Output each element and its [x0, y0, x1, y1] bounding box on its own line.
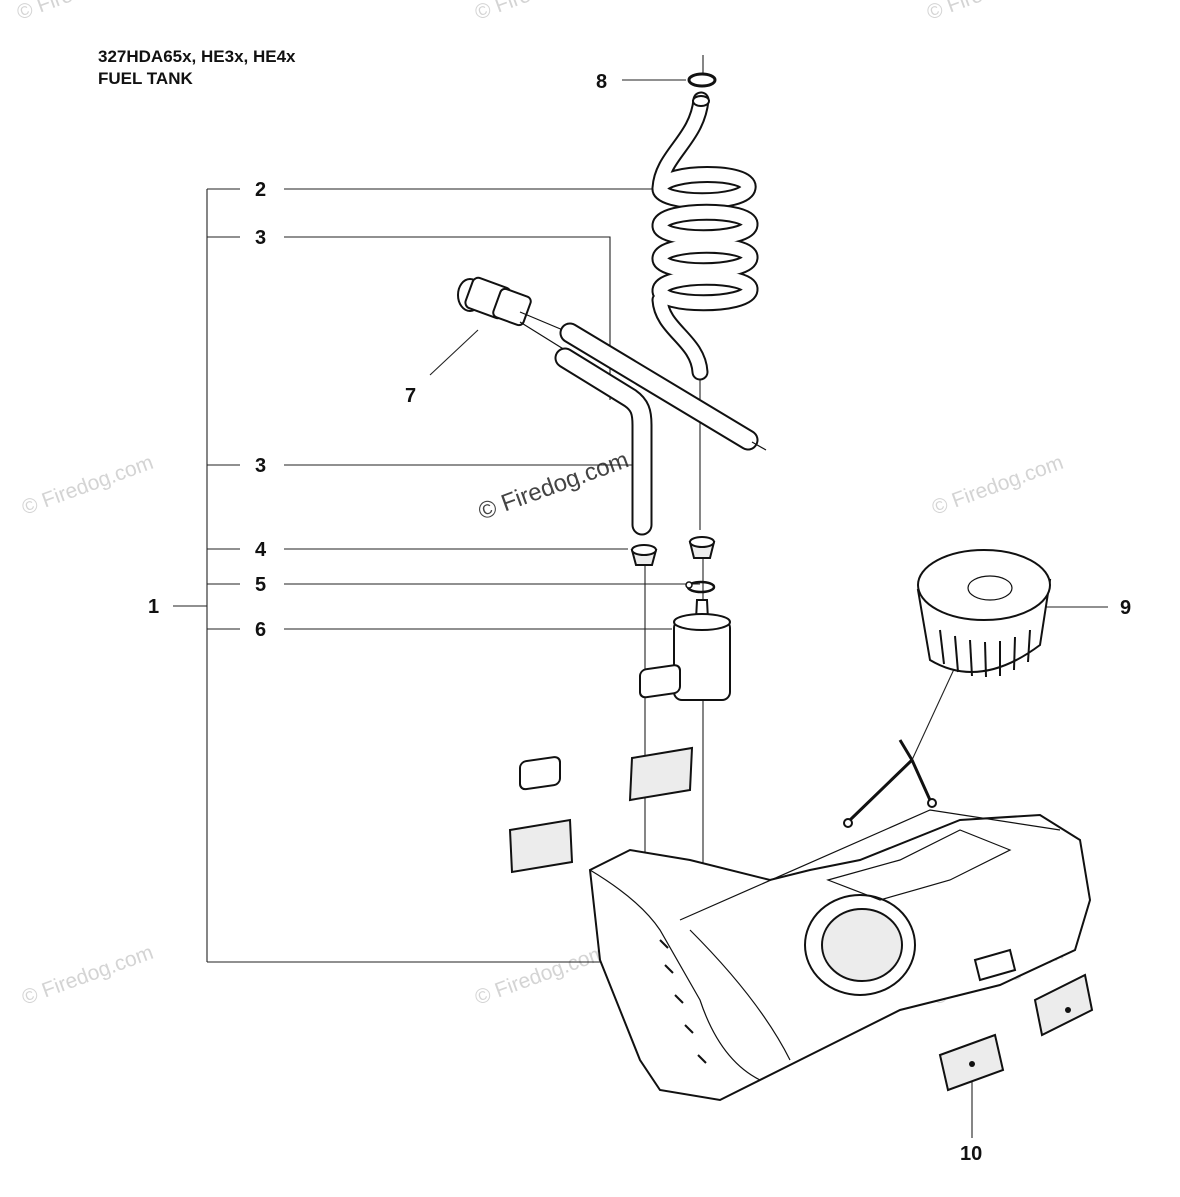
watermark-text: © Firedog.com — [929, 451, 1067, 520]
callout-10: 10 — [960, 1143, 982, 1165]
mount-buffer-part — [1033, 973, 1094, 1037]
o-ring-part — [687, 72, 717, 88]
watermark-center-text: © Firedog.com — [475, 446, 632, 525]
callout-9: 9 — [1120, 597, 1131, 619]
watermark-text: © Firedog.com — [14, 0, 152, 25]
callout-3-lower: 3 — [255, 455, 266, 477]
diagram-model-title: 327HDA65x, HE3x, HE4x — [98, 47, 296, 66]
coiled-fuel-hose-part — [651, 91, 759, 381]
mount-buffer-part — [508, 756, 574, 874]
callout-3-upper: 3 — [255, 227, 266, 249]
fuel-tank-body-part — [588, 809, 1092, 1102]
vent-hose-straight-part — [559, 322, 767, 451]
grommet-part — [630, 536, 716, 566]
callout-4: 4 — [255, 539, 267, 561]
watermark-text: © Firedog.com — [472, 941, 610, 1010]
assembly-bracket — [173, 188, 600, 963]
vent-hose-bent-part — [554, 347, 653, 536]
callout-5: 5 — [255, 574, 266, 596]
watermark-text: © Firedog.com — [924, 0, 1062, 25]
watermark-text: © Firedog.com — [19, 941, 157, 1010]
diagram-section-title: FUEL TANK — [98, 69, 193, 88]
fuel-filter-part — [673, 599, 731, 701]
callout-6: 6 — [255, 619, 266, 641]
callout-1: 1 — [148, 596, 159, 618]
watermark-text: © Firedog.com — [472, 0, 610, 25]
fuel-cap-part — [843, 549, 1052, 828]
purge-valve-part — [457, 276, 571, 351]
mount-buffer-part — [628, 664, 694, 802]
hose-clamp-part — [685, 580, 716, 594]
mount-buffer-part — [938, 1033, 1005, 1092]
watermark-text: © Firedog.com — [19, 451, 157, 520]
callout-2: 2 — [255, 179, 266, 201]
callout-8: 8 — [596, 71, 607, 93]
callout-7: 7 — [405, 385, 416, 407]
